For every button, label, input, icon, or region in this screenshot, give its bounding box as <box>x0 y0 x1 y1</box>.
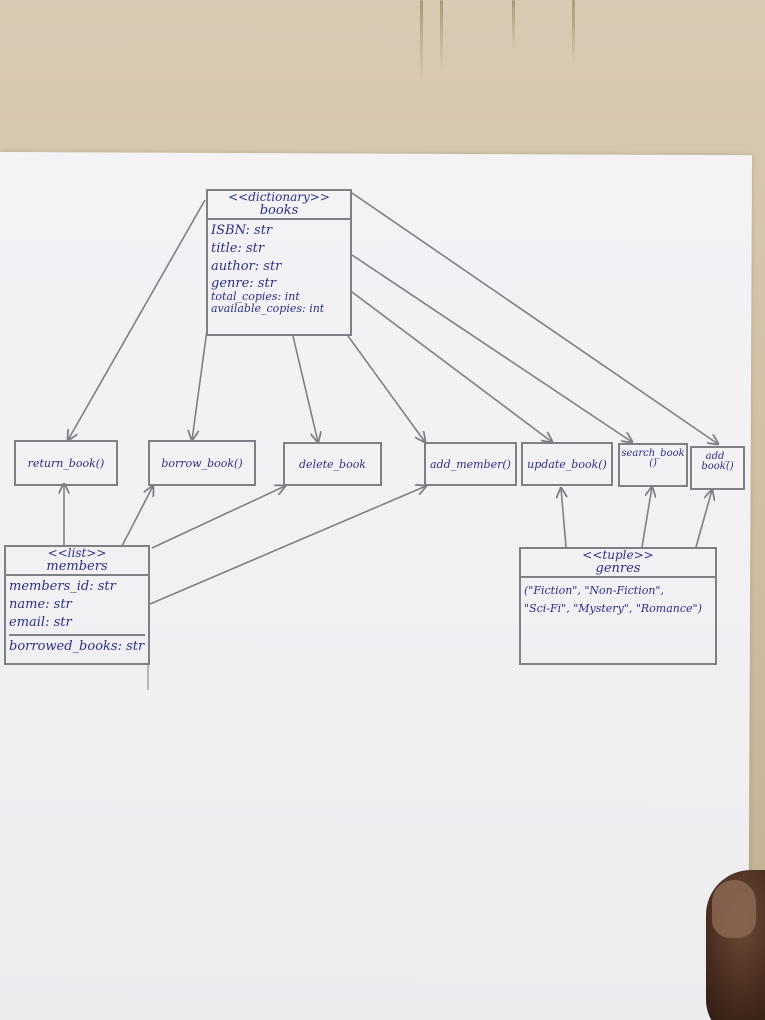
genres-stereotype: <<tuple>> <box>582 548 654 562</box>
method-update-book: update_book() <box>521 442 613 486</box>
books-attr-author: author: str <box>211 259 282 274</box>
books-class-name: books <box>259 203 299 218</box>
books-attr-total-copies: total_copies: int <box>211 290 300 303</box>
wall-stain <box>572 0 575 65</box>
members-attr-email: email: str <box>9 615 72 630</box>
class-books: <<dictionary>> books ISBN: str title: st… <box>206 189 352 336</box>
books-stereotype: <<dictionary>> <box>228 190 330 204</box>
books-divider <box>208 218 350 220</box>
genres-values-line1: ("Fiction", "Non-Fiction", <box>524 584 664 597</box>
members-stereotype: <<list>> <box>47 546 107 560</box>
wall-stain <box>512 0 515 50</box>
class-genres: <<tuple>> genres ("Fiction", "Non-Fictio… <box>519 547 717 665</box>
method-borrow-book: borrow_book() <box>148 440 256 486</box>
genres-values-line2: "Sci-Fi", "Mystery", "Romance") <box>524 602 702 615</box>
books-attributes: ISBN: str title: str author: str genre: … <box>208 220 350 315</box>
method-return-book: return_book() <box>14 440 118 486</box>
members-divider <box>6 574 148 576</box>
genres-divider <box>521 576 715 578</box>
genres-values: ("Fiction", "Non-Fiction", "Sci-Fi", "My… <box>521 578 715 618</box>
books-attr-available-copies: available_copies: int <box>211 302 325 315</box>
books-attr-genre: genre: str <box>211 276 276 291</box>
members-attr-borrowed-books: borrowed_books: str <box>9 634 145 656</box>
method-delete-book: delete_book <box>283 442 382 486</box>
books-attr-isbn: ISBN: str <box>211 223 273 238</box>
method-add-member: add_member() <box>424 442 517 486</box>
wall-stain <box>440 0 443 70</box>
method-add-book: add_ book() <box>690 446 745 490</box>
class-members: <<list>> members members_id: str name: s… <box>4 545 150 665</box>
members-attr-name: name: str <box>9 597 72 612</box>
genres-class-name: genres <box>595 561 641 576</box>
method-search-book: search_book () <box>618 443 688 487</box>
wall-stain <box>420 0 423 80</box>
books-attr-title: title: str <box>211 241 265 256</box>
members-attr-id: members_id: str <box>9 579 116 594</box>
thumb-nail <box>712 880 756 938</box>
members-class-name: members <box>46 559 108 574</box>
members-attributes: members_id: str name: str email: str bor… <box>6 576 148 656</box>
